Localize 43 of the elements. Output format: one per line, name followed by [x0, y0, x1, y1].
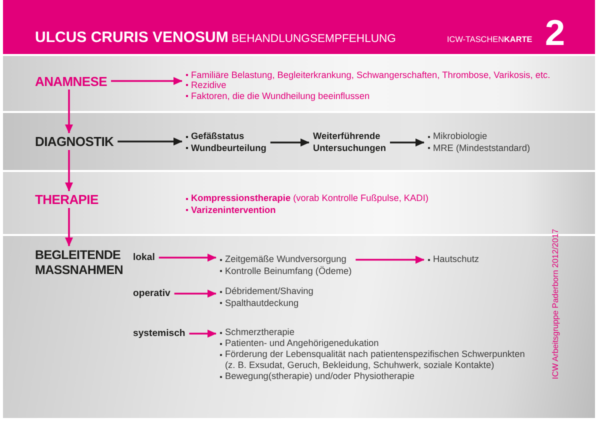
- list-item: Kontrolle Beinumfang (Ödeme): [220, 266, 352, 277]
- list-item: Familiäre Belastung, Begleiterkrankung, Schwangerschaften, Thrombose, Varikosis, etc.: [186, 70, 550, 80]
- section-band: [3, 113, 595, 170]
- list-item: Gefäßstatus: [186, 131, 244, 142]
- list-item: Mikrobiologie: [428, 131, 488, 142]
- list-item: Patienten- und Angehörigenedukation: [220, 338, 536, 350]
- arrow: [390, 138, 424, 146]
- list-item: Förderung der Lebensqualität nach patientenspezifischen Schwerpunkten (z. B. Exsudat, Geruch, Bekleidung, Schuhwerk, soziale Kontakte): [220, 349, 536, 372]
- category-label: systemisch: [133, 328, 186, 340]
- list-item: Kompressionstherapie (vorab Kontrolle Fußpulse, KADI): [186, 193, 428, 204]
- section-heading: BEGLEITENDE MASSNAHMEN: [35, 248, 123, 278]
- list-item: Schmerztherapie: [220, 327, 536, 338]
- category-label: operativ: [133, 288, 170, 300]
- list-item: MRE (Mindeststandard): [428, 142, 530, 154]
- arrow: [356, 256, 424, 264]
- list-item: Débridement/Shaving: [220, 286, 314, 298]
- title: ULCUS CRURIS VENOSUM BEHANDLUNGSEMPFEHLUNG: [35, 30, 396, 46]
- arrow: [189, 330, 216, 338]
- arrow: [270, 138, 310, 146]
- list-item: Faktoren, die die Wundheilung beeinflussen: [186, 90, 370, 102]
- arrow: [118, 138, 182, 146]
- card-number: 2: [545, 15, 566, 51]
- list-item: Rezidive: [186, 80, 226, 91]
- card-label: ICW-TASCHENKARTE: [447, 36, 532, 44]
- section-heading: THERAPIE: [35, 193, 98, 206]
- category-label: lokal: [133, 252, 155, 264]
- list-item: Zeitgemäße Wundversorgung: [220, 254, 346, 266]
- credit-text: ICW Arbeitsgruppe Paderborn 2012/2017: [552, 229, 560, 380]
- section-heading: ANAMNESE: [35, 74, 107, 88]
- list-item: Varizenintervention: [186, 204, 276, 216]
- arrow: [174, 290, 216, 298]
- section-band: [3, 56, 595, 111]
- section-heading: DIAGNOSTIK: [35, 135, 114, 148]
- list-item: Wundbeurteilung: [186, 142, 266, 154]
- arrow: [65, 208, 73, 246]
- list-item: Hautschutz: [428, 254, 479, 266]
- list-item: Spalthautdeckung: [220, 298, 299, 309]
- arrow: [65, 90, 73, 134]
- arrow: [111, 77, 182, 85]
- arrow: [65, 150, 73, 192]
- arrow: [158, 254, 216, 262]
- step-label: Weiterführende Untersuchungen: [313, 131, 386, 154]
- list-item: Bewegung(stherapie) und/oder Physiotherapie: [220, 371, 536, 382]
